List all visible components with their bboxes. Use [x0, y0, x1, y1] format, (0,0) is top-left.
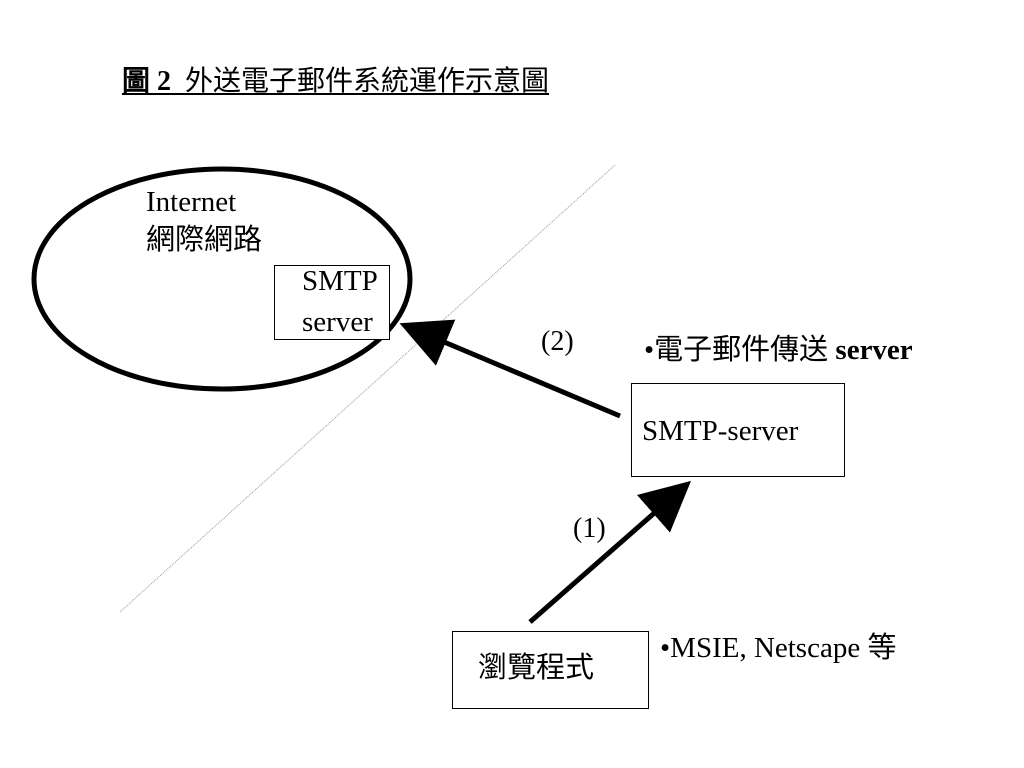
- smtp-server-note-bold: server: [835, 334, 913, 366]
- figure-caption: 外送電子郵件系統運作示意圖: [185, 66, 550, 97]
- internet-smtp-label-line2: server: [302, 306, 373, 338]
- smtp-server-box: [631, 383, 845, 477]
- browser-box: [452, 631, 649, 709]
- internet-smtp-server-box: [274, 265, 390, 340]
- diagram-title: 圖 2 外送電子郵件系統運作示意圖: [122, 66, 549, 98]
- smtp-server-box-label: SMTP-server: [642, 415, 799, 447]
- internet-label-zh: 網際網路: [146, 224, 263, 256]
- figure-number: 圖 2: [122, 66, 172, 97]
- step-1-label: (1): [573, 513, 606, 544]
- arrow-step-2: [399, 319, 621, 419]
- smtp-server-note-text: •電子郵件傳送: [644, 334, 829, 366]
- internet-label-en: Internet: [146, 186, 237, 218]
- internet-smtp-label-line1: SMTP: [302, 265, 378, 297]
- arrow-step-1: [528, 480, 692, 624]
- browser-note: •MSIE, Netscape 等: [660, 632, 897, 664]
- internet-ellipse: [31, 166, 413, 392]
- smtp-server-note: •電子郵件傳送 server: [644, 334, 913, 367]
- step-2-label: (2): [541, 326, 574, 357]
- browser-box-label: 瀏覽程式: [478, 652, 595, 684]
